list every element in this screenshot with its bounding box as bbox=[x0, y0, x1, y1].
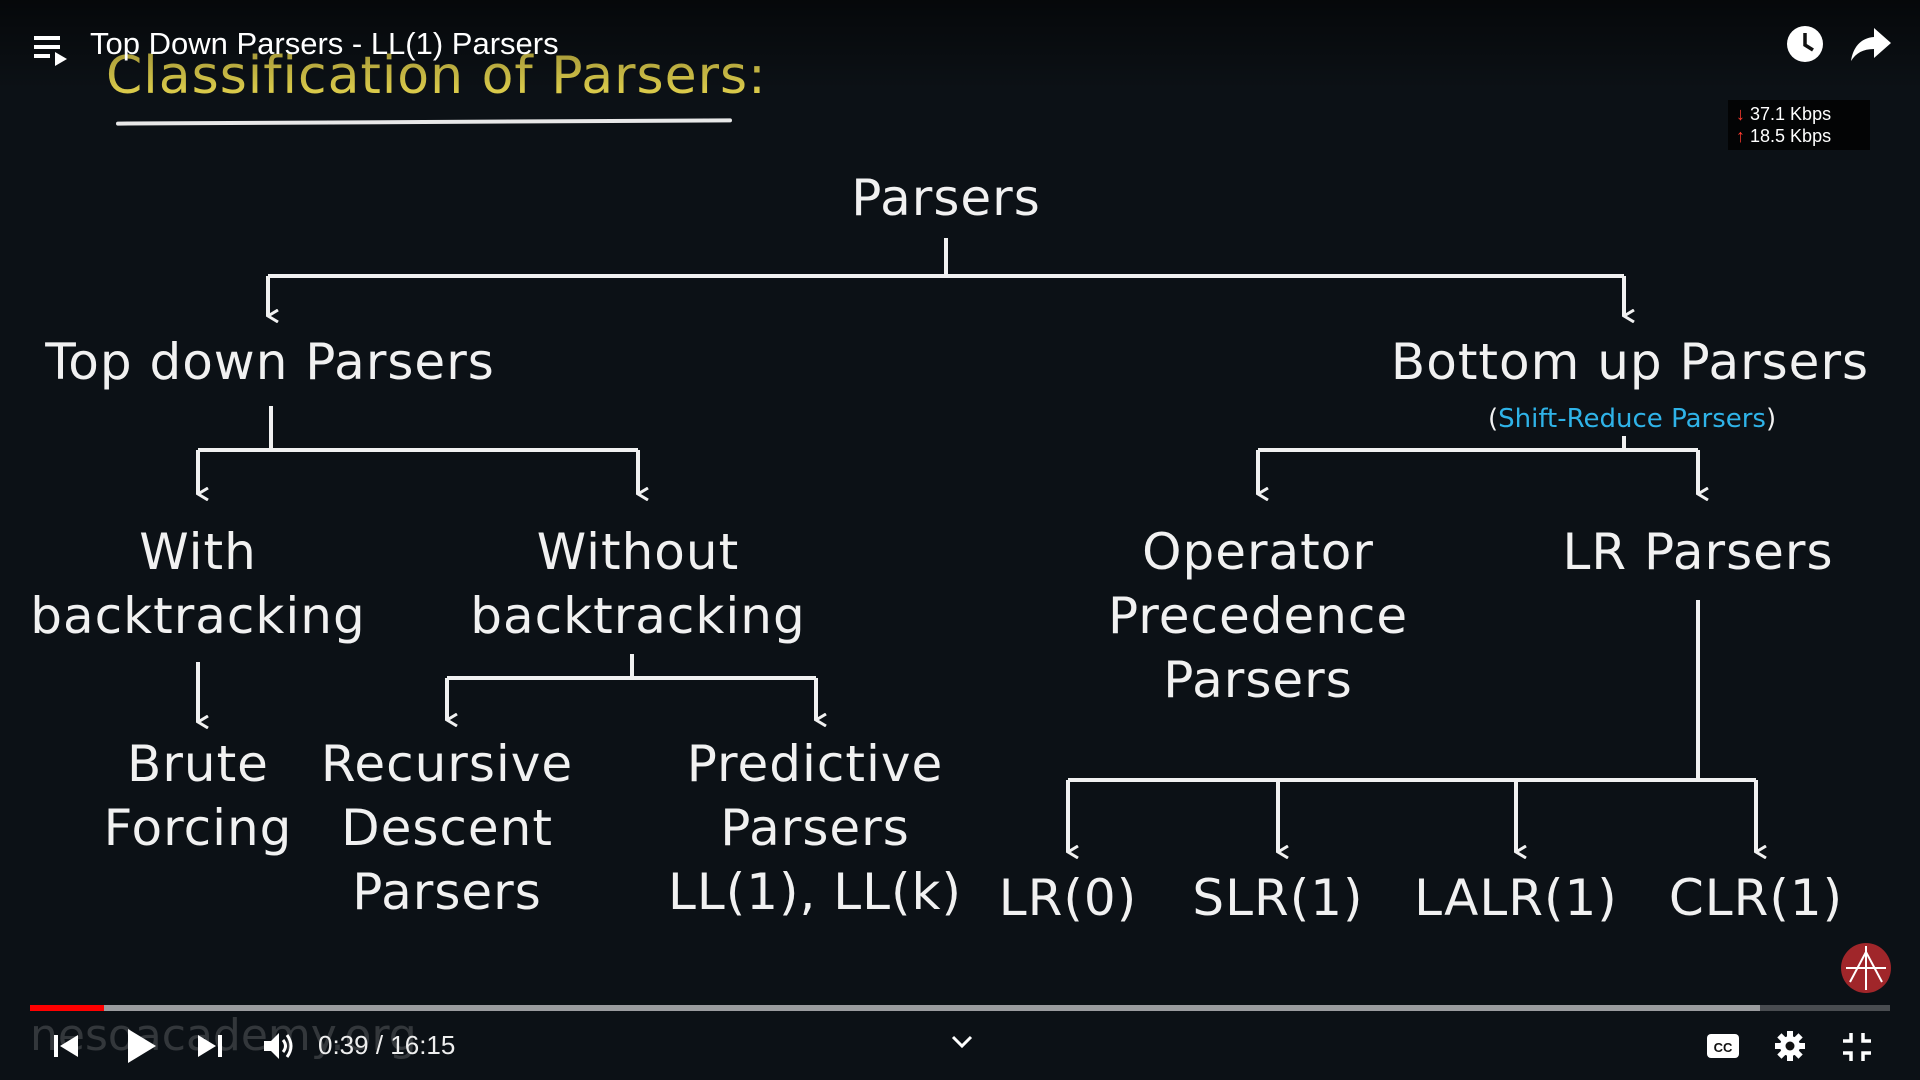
time-display: 0:39 / 16:15 bbox=[318, 1030, 456, 1060]
node-bottom-up-parsers: Bottom up Parsers bbox=[1390, 333, 1870, 391]
network-stats-overlay: ↓ 37.1 Kbps ↑ 18.5 Kbps bbox=[1728, 100, 1870, 150]
share-icon[interactable] bbox=[1850, 26, 1892, 62]
video-title[interactable]: Top Down Parsers - LL(1) Parsers bbox=[90, 26, 559, 61]
previous-icon[interactable] bbox=[52, 1032, 80, 1060]
node-lr-parsers: LR Parsers bbox=[1562, 523, 1834, 581]
volume-icon[interactable] bbox=[262, 1030, 296, 1062]
next-icon[interactable] bbox=[196, 1032, 224, 1060]
svg-text:CC: CC bbox=[1714, 1040, 1733, 1055]
captions-icon[interactable]: CC bbox=[1706, 1032, 1740, 1060]
upload-arrow: ↑ bbox=[1736, 126, 1745, 146]
node-slr1: SLR(1) bbox=[1192, 869, 1364, 927]
play-icon[interactable] bbox=[124, 1026, 158, 1066]
buffered-bar bbox=[30, 1005, 1760, 1011]
node-parsers: Parsers bbox=[851, 169, 1041, 227]
watermark: nesoacademy.org bbox=[30, 1010, 417, 1061]
exit-fullscreen-icon[interactable] bbox=[1842, 1032, 1872, 1062]
time-total: 16:15 bbox=[390, 1030, 456, 1060]
channel-logo-icon bbox=[1841, 943, 1891, 993]
played-bar bbox=[30, 1005, 105, 1011]
settings-icon[interactable] bbox=[1774, 1030, 1806, 1062]
time-current: 0:39 bbox=[318, 1030, 369, 1060]
download-rate: 37.1 Kbps bbox=[1750, 104, 1832, 124]
node-lr0: LR(0) bbox=[998, 869, 1138, 927]
node-lalr1: LALR(1) bbox=[1414, 869, 1618, 927]
shift-reduce-note: (Shift-Reduce Parsers) bbox=[1488, 404, 1777, 434]
chevron-down-icon[interactable] bbox=[950, 1034, 974, 1050]
player-top-bar bbox=[0, 0, 1920, 90]
upload-rate: 18.5 Kbps bbox=[1750, 126, 1832, 146]
node-clr1: CLR(1) bbox=[1668, 869, 1844, 927]
clock-icon[interactable] bbox=[1785, 24, 1825, 64]
download-arrow: ↓ bbox=[1736, 104, 1745, 124]
progress-bar[interactable] bbox=[30, 1005, 1890, 1011]
playlist-icon[interactable] bbox=[34, 32, 68, 66]
node-top-down-parsers: Top down Parsers bbox=[45, 333, 495, 391]
